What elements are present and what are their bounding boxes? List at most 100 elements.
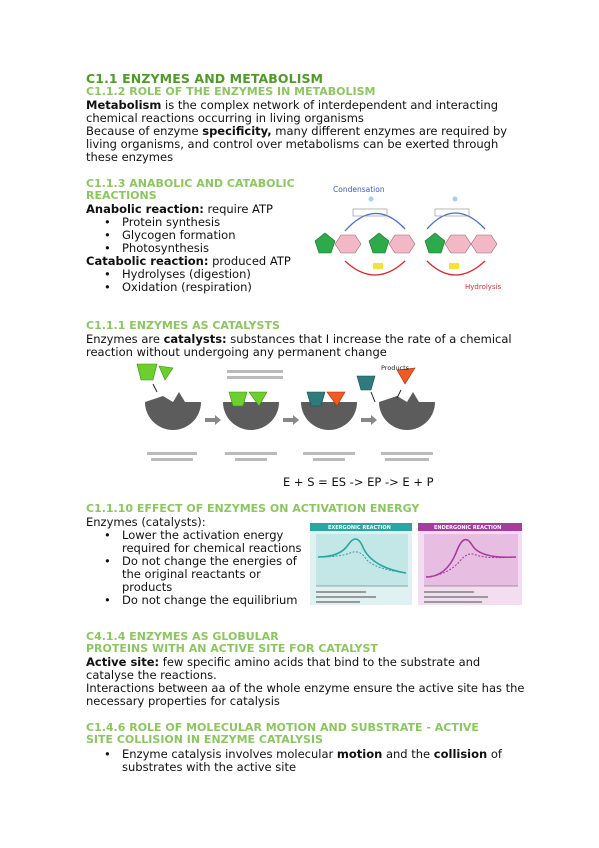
exergonic-plot [316,534,408,586]
activation-item-cont: products [122,580,173,594]
page-title: C1.1 ENZYMES AND METABOLISM [86,71,324,86]
monomer-hexagon [388,234,416,254]
caption-text [227,370,283,373]
arrow [152,383,158,393]
caption-text [313,458,345,461]
caption-text [424,591,474,593]
motion-item-cont: substrates with the active site [122,760,297,774]
caption-text [424,601,482,603]
caption-text [303,452,355,455]
catalysts-line-1: Enzymes are catalysts: substances that I… [86,332,512,346]
substrate-shape [158,365,174,381]
label-box [434,208,470,217]
hydrolysis-arrow-2 [426,260,486,276]
endergonic-header [418,523,522,531]
product-shape [356,375,376,391]
label-box [352,208,388,217]
endergonic-title: ENDERGONIC REACTION [434,525,501,531]
water-molecule [452,196,458,202]
caption-text [227,376,283,379]
activation-item: Do not change the equilibrium [104,594,297,608]
caption-text [381,452,433,455]
activation-item: Do not change the energies of [104,555,297,569]
caption-text [235,458,267,461]
motion-item: Enzyme catalysis involves molecular moti… [104,748,502,762]
endergonic-curve [425,538,517,578]
monomer-pentagon [368,232,390,254]
section-heading-molecular-motion: C1.4.6 ROLE OF MOLECULAR MOTION AND SUBS… [86,721,479,734]
water-molecule [449,263,459,269]
monomer-hexagon [444,234,472,254]
active-site-line-4: necessary properties for catalysis [86,694,280,708]
step-arrow-head [293,415,299,425]
anabolic-item: Photosynthesis [104,242,209,256]
caption-text [225,452,277,455]
step-arrow-head [371,415,377,425]
metabolism-line-3: Because of enzyme specificity, many diff… [86,124,508,138]
condensation-hydrolysis-figure: Condensation Hydrolysis [314,185,502,291]
condensation-arrow-1 [344,212,406,232]
active-site-line-2: catalyse the reactions. [86,668,217,682]
monomer-pentagon [314,232,336,254]
products-label: Products [381,364,410,372]
water-molecule [368,196,374,202]
section-heading-active-site: C4.1.4 ENZYMES AS GLOBULAR [86,630,279,643]
anabolic-item: Glycogen formation [104,229,236,243]
metabolism-line-5: these enzymes [86,150,174,164]
caption-text [316,596,376,598]
arrow [370,391,376,403]
step-arrow-head [215,415,221,425]
substrate-shape [228,391,248,407]
catabolic-definition: Catabolic reaction: produced ATP [86,254,291,268]
active-site-line-1: Active site: few specific amino acids th… [86,655,481,669]
enzyme-shape [379,392,435,430]
exergonic-curve [317,538,407,574]
catabolic-item: Hydrolyses (digestion) [104,268,251,282]
hydrolysis-label: Hydrolysis [465,283,502,291]
enzyme-shape [223,402,279,430]
anabolic-item: Protein synthesis [104,216,220,230]
activation-item: Lower the activation energy [104,529,283,543]
section-heading-anabolic: C1.1.3 ANABOLIC AND CATABOLIC [86,177,295,190]
product-shape [396,367,416,385]
section-heading-activation-energy: C1.1.10 EFFECT OF ENZYMES ON ACTIVATION … [86,502,420,515]
caption-text [385,458,429,461]
activation-item-cont: required for chemical reactions [122,541,302,555]
exergonic-header [310,523,412,531]
reaction-equation: E + S = ES -> EP -> E + P [283,475,434,489]
metabolism-line-4: living organisms, and control over metab… [86,137,499,151]
caption-text [151,458,193,461]
arrow [396,389,402,399]
water-molecule [373,263,383,269]
endergonic-plot [424,534,518,586]
section-heading-molecular-motion-2: SITE COLLISION IN ENZYME CATALYSIS [86,733,323,746]
active-site-line-3: Interactions between aa of the whole enz… [86,681,525,695]
caption-text [316,601,360,603]
monomer-pentagon [424,232,446,254]
caption-text [316,591,366,593]
metabolism-line-2: chemical reactions occurring in living o… [86,111,364,125]
section-heading-active-site-2: PROTEINS WITH AN ACTIVE SITE FOR CATALYS… [86,642,378,655]
substrate-shape [136,363,158,381]
exergonic-title: EXERGONIC REACTION [328,525,391,531]
catalysts-line-2: reaction without undergoing any permanen… [86,345,387,359]
activation-intro: Enzymes (catalysts): [86,515,206,529]
exergonic-catalysed-curve [317,551,407,574]
metabolism-line-1: Metabolism is the complex network of int… [86,98,499,112]
enzyme-shape [301,402,357,430]
section-heading-catalysts: C1.1.1 ENZYMES AS CATALYSTS [86,319,280,332]
condensation-label: Condensation [333,185,385,194]
caption-text [424,596,488,598]
product-shape [326,391,346,407]
catabolic-item: Oxidation (respiration) [104,281,252,295]
substrate-shape [248,391,268,407]
section-heading-metabolism: C1.1.2 ROLE OF THE ENZYMES IN METABOLISM [86,85,376,98]
activation-item-cont: the original reactants or [122,567,261,581]
hydrolysis-arrow-1 [344,260,406,276]
condensation-arrow-2 [426,212,486,230]
monomer-hexagon [334,234,362,254]
section-heading-anabolic-2: REACTIONS [86,189,157,202]
anabolic-definition: Anabolic reaction: require ATP [86,202,273,216]
activation-energy-figure: EXERGONIC REACTION ENDERGONIC REACTION [310,523,522,605]
product-shape [306,391,326,407]
